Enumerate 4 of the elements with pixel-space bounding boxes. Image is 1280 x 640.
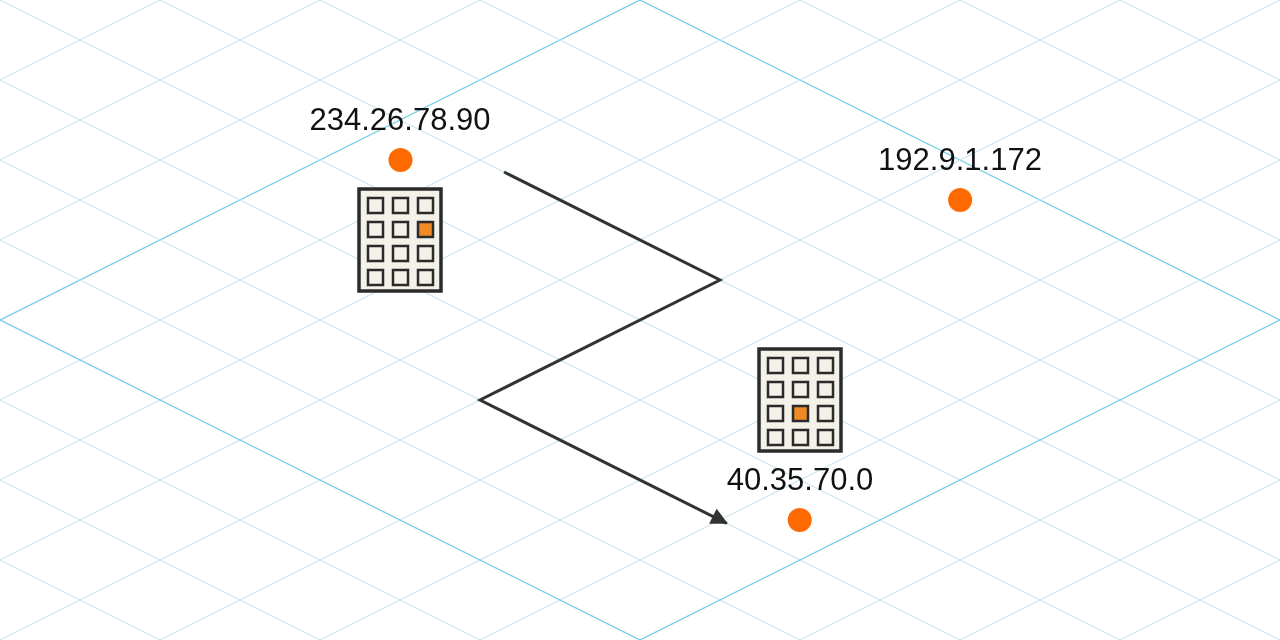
ip-address-label: 234.26.78.90: [309, 102, 491, 138]
ip-address-label: 40.35.70.0: [726, 462, 874, 498]
ip-address-label: 192.9.1.172: [878, 142, 1042, 178]
arrow: [476, 170, 728, 525]
